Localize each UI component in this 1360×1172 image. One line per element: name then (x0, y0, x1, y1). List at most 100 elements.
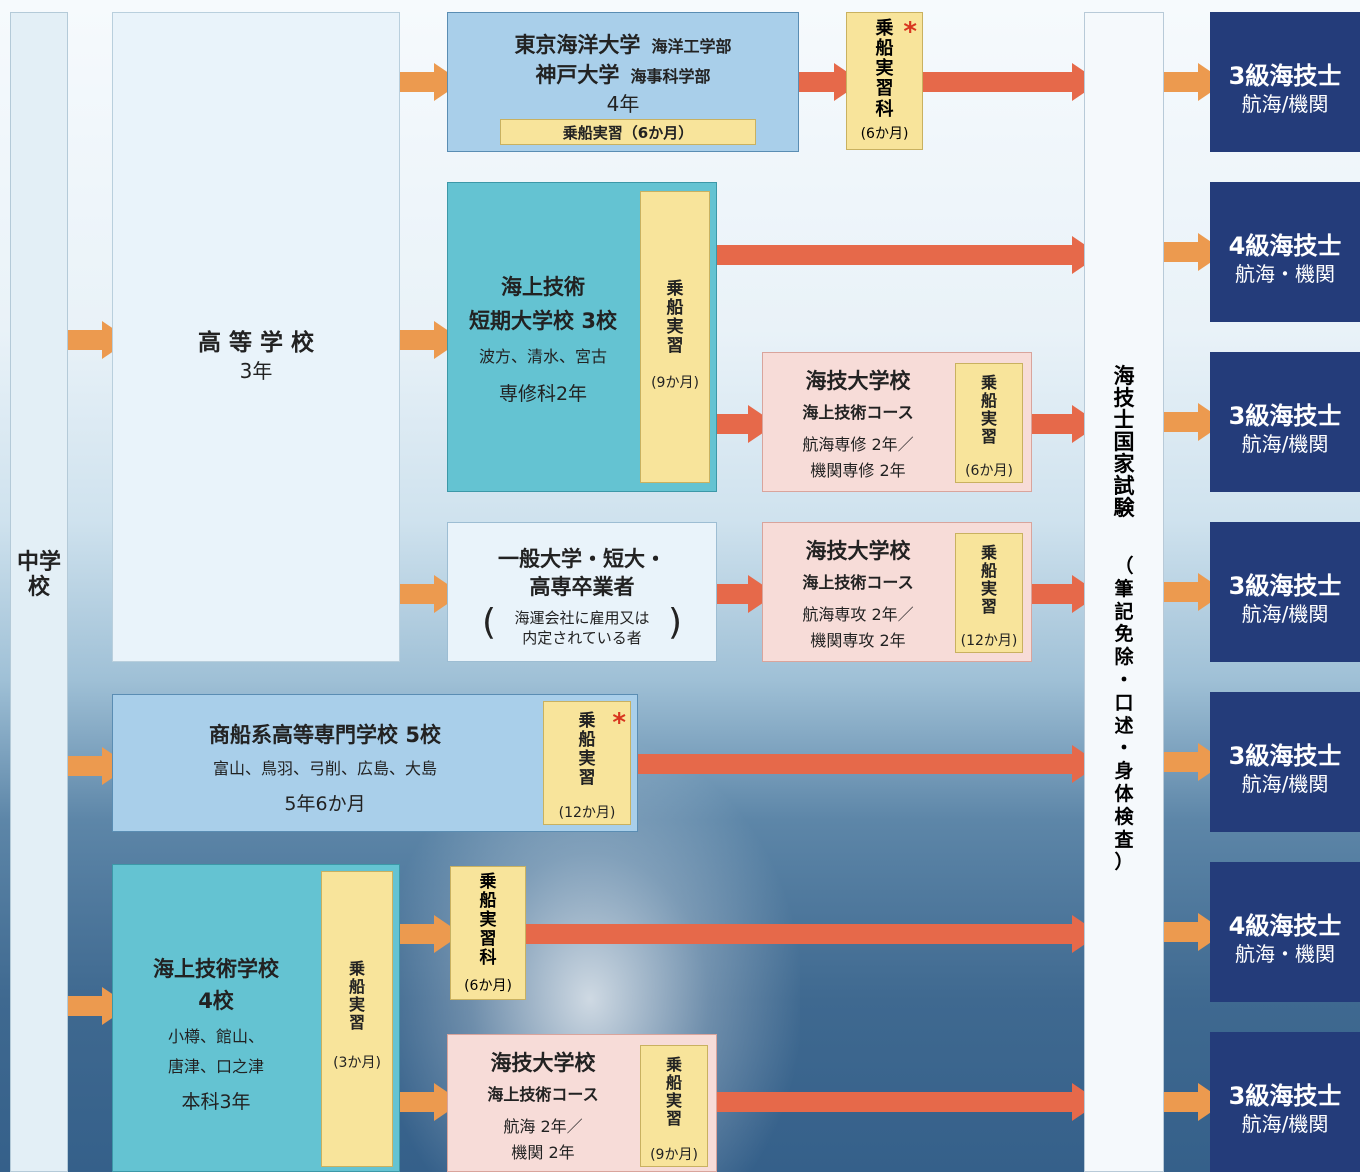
high-school-box: 高 等 学 校 3年 (112, 12, 400, 662)
result-grade: 4級海技士 (1228, 232, 1342, 260)
arrow-general-to-kaigi-b (717, 575, 776, 613)
high-school-title: 高 等 学 校 (197, 330, 315, 356)
university-box: 東京海洋大学 海洋工学部 神戸大学 海事科学部 4年 乗船実習（6か月） (447, 12, 799, 152)
result-grade: 3級海技士 (1228, 742, 1342, 770)
kaigi-b-subtitle: 海上技術コース (802, 573, 914, 592)
arrow-kaigi-a-to-exam (1032, 405, 1100, 443)
kaigi-b-line2: 機関専攻 2年 (810, 631, 906, 650)
university-training-badge: 乗船実習（6か月） (500, 119, 756, 145)
university-years: 4年 (606, 92, 640, 116)
tech-school-training: 乗船実習 (3か月) (321, 871, 393, 1167)
national-exam-title: 海技士国家試験 (1113, 364, 1135, 521)
result-field: 航海/機関 (1241, 772, 1329, 796)
arrow-tech-school-to-training (400, 915, 462, 953)
result-license-3: 3級海技士 航海/機関 (1210, 352, 1360, 492)
kaigi-a-title: 海技大学校 (805, 369, 911, 393)
middle-school-column: 中学校 (10, 12, 68, 1172)
tech-school-training-course-chars: 乗船実習科 (479, 872, 497, 969)
tech-school-line1: 海上技術学校 (153, 957, 279, 981)
tech-school-course: 本科3年 (181, 1091, 251, 1113)
tech-junior-college-locations: 波方、清水、宮古 (478, 347, 607, 366)
tech-school-loc2: 唐津、口之津 (167, 1057, 264, 1076)
kaigi-university-a: 海技大学校 海上技術コース 航海専修 2年／ 機関専修 2年 乗船実習 (6か月… (762, 352, 1032, 492)
kaigi-a-training-chars: 乗船実習 (980, 373, 997, 446)
arrow-tech-school-to-kaigi-c (400, 1083, 462, 1121)
kaigi-c-line2: 機関 2年 (511, 1143, 575, 1162)
merchant-kosen-training-chars: 乗船実習 (578, 711, 596, 789)
tech-school-training-duration: (3か月) (333, 1055, 381, 1071)
general-university-paren-open: ( (482, 602, 497, 643)
result-grade: 4級海技士 (1228, 912, 1342, 940)
high-school-years: 3年 (239, 359, 273, 383)
national-exam-note: （筆記免除・口述・身体検査） (1114, 555, 1134, 874)
merchant-kosen-years: 5年6か月 (284, 793, 366, 815)
kaigi-a-line2: 機関専修 2年 (810, 461, 906, 480)
kaigi-a-training-duration: (6か月) (965, 463, 1013, 479)
general-university-paren-close: ) (667, 602, 682, 643)
kaigi-b-title: 海技大学校 (805, 539, 911, 563)
kaigi-university-c: 海技大学校 海上技術コース 航海 2年／ 機関 2年 乗船実習 (9か月) (447, 1034, 717, 1172)
result-license-4: 3級海技士 航海/機関 (1210, 522, 1360, 662)
result-grade: 3級海技士 (1228, 62, 1342, 90)
result-field: 航海/機関 (1241, 602, 1329, 626)
kaigi-university-b: 海技大学校 海上技術コース 航海専攻 2年／ 機関専攻 2年 乗船実習 (12か… (762, 522, 1032, 662)
tech-junior-college-training: 乗船実習 (9か月) (640, 191, 710, 483)
result-license-1: 3級海技士 航海/機関 (1210, 12, 1360, 152)
university-training-course-duration: (6か月) (860, 126, 909, 142)
tech-school-training-chars: 乗船実習 (348, 959, 365, 1032)
tech-junior-college-course: 専修科2年 (498, 383, 588, 405)
university-line-1: 東京海洋大学 海洋工学部 (514, 33, 732, 57)
tech-school-line2: 4校 (198, 989, 234, 1013)
kaigi-c-training-duration: (9か月) (650, 1147, 698, 1163)
general-university-note2: 内定されている者 (522, 629, 642, 647)
kaigi-b-training: 乗船実習 (12か月) (955, 533, 1023, 653)
result-license-6: 4級海技士 航海・機関 (1210, 862, 1360, 1002)
kaigi-c-line1: 航海 2年／ (503, 1117, 583, 1136)
tech-junior-college-box: 海上技術 短期大学校 3校 波方、清水、宮古 専修科2年 乗船実習 (9か月) (447, 182, 717, 492)
merchant-kosen-training: 乗船実習 (12か月) * (543, 701, 631, 825)
result-license-5: 3級海技士 航海/機関 (1210, 692, 1360, 832)
national-exam-column: 海技士国家試験 （筆記免除・口述・身体検査） (1084, 12, 1164, 1172)
kaigi-c-training-chars: 乗船実習 (665, 1055, 682, 1128)
result-field: 航海/機関 (1241, 1112, 1329, 1136)
note-asterisk: * (903, 17, 917, 47)
kaigi-c-subtitle: 海上技術コース (487, 1085, 599, 1104)
merchant-kosen-locations: 富山、鳥羽、弓削、広島、大島 (212, 759, 437, 778)
kaigi-b-line1: 航海専攻 2年／ (802, 605, 914, 624)
tech-junior-college-training-duration: (9か月) (651, 375, 699, 391)
kaigi-a-training: 乗船実習 (6か月) (955, 363, 1023, 483)
general-university-note1: 海運会社に雇用又は (514, 609, 650, 627)
result-field: 航海・機関 (1235, 942, 1335, 966)
result-grade: 3級海技士 (1228, 402, 1342, 430)
result-license-7: 3級海技士 航海/機関 (1210, 1032, 1360, 1172)
kaigi-a-line1: 航海専修 2年／ (802, 435, 914, 454)
result-grade: 3級海技士 (1228, 572, 1342, 600)
university-training-course-chars: 乗船実習科 (875, 18, 894, 120)
kaigi-c-training: 乗船実習 (9か月) (640, 1045, 708, 1167)
kaigi-c-title: 海技大学校 (490, 1051, 596, 1075)
arrow-kosen-to-exam (638, 745, 1100, 783)
arrow-training-to-exam-1 (923, 63, 1100, 101)
tech-school-training-course-duration: (6か月) (464, 978, 512, 994)
arrow-kaigi-c-to-exam (717, 1083, 1100, 1121)
general-university-line2: 高専卒業者 (529, 575, 635, 599)
result-field: 航海・機関 (1235, 262, 1335, 286)
middle-school-label: 中学校 (16, 550, 61, 600)
result-field: 航海/機関 (1241, 432, 1329, 456)
general-university-line1: 一般大学・短大・ (498, 547, 666, 571)
arrow-junior-college-to-kaigi-a (717, 405, 776, 443)
university-training-course: 乗船実習科 (6か月) * (846, 12, 923, 150)
merchant-kosen-training-duration: (12か月) (558, 805, 616, 821)
kaigi-b-training-duration: (12か月) (960, 633, 1018, 649)
tech-school-box: 海上技術学校 4校 小樽、館山、 唐津、口之津 本科3年 乗船実習 (3か月) (112, 864, 400, 1172)
arrow-high-to-junior-college (400, 321, 462, 359)
arrow-high-to-general-univ (400, 575, 462, 613)
tech-junior-college-training-chars: 乗船実習 (666, 279, 684, 357)
university-line-2: 神戸大学 海事科学部 (535, 63, 711, 87)
kaigi-b-training-chars: 乗船実習 (980, 543, 997, 616)
tech-junior-college-line1: 海上技術 (501, 275, 585, 299)
tech-school-loc1: 小樽、館山、 (167, 1027, 264, 1046)
merchant-kosen-box: 商船系高等専門学校 5校 富山、鳥羽、弓削、広島、大島 5年6か月 乗船実習 (… (112, 694, 638, 832)
kaigi-a-subtitle: 海上技術コース (802, 403, 914, 422)
tech-junior-college-line2: 短期大学校 3校 (469, 309, 617, 333)
